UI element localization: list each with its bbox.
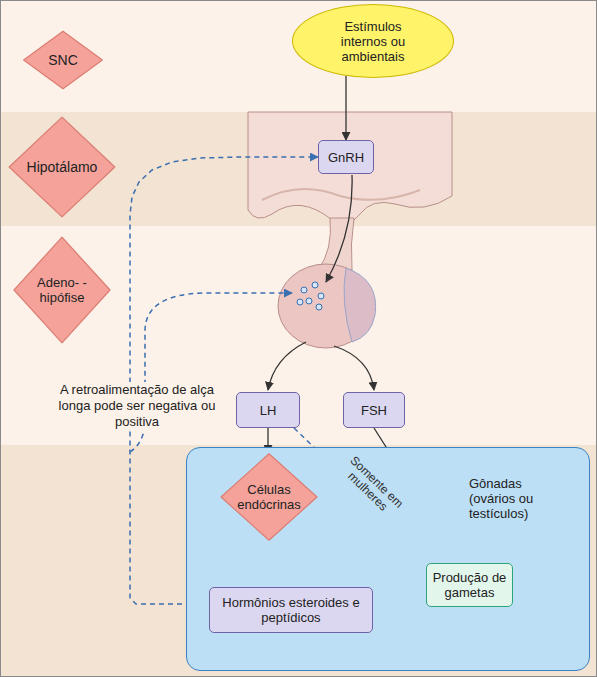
- node-text: SNC: [33, 53, 93, 68]
- node-text: Estímulos internos ou ambientais: [328, 19, 418, 64]
- hormone-dots: [297, 282, 324, 310]
- node-text: Hormônios esteroides e peptídicos: [216, 595, 366, 625]
- band: [0, 112, 597, 226]
- hormone-box: Hormônios esteroides e peptídicos: [209, 587, 373, 633]
- category-diamond: Células endócrinas: [219, 452, 319, 542]
- node-text: LH: [243, 403, 293, 418]
- band: [0, 445, 597, 677]
- gnrh-arrow: [326, 175, 352, 282]
- hormone-box: FSH: [343, 392, 405, 428]
- node-text: Hipotálamo: [17, 160, 107, 175]
- category-diamond: Hipotálamo: [7, 115, 117, 219]
- hormone-box: GnRH: [318, 140, 374, 174]
- note-label: A retroalimentação de alça longa pode se…: [48, 382, 226, 430]
- node-text: GnRH: [321, 150, 371, 165]
- category-diamond: SNC: [22, 30, 104, 90]
- posterior-lobe: [344, 268, 376, 342]
- pituitary-arrow: [268, 342, 306, 390]
- node-text: Adeno- -hipófise: [32, 275, 92, 305]
- node-text: Produção de gametas: [430, 570, 510, 600]
- pituitary-arrow: [334, 346, 374, 390]
- stimulus-ellipse: Estímulos internos ou ambientais: [292, 4, 454, 78]
- region-title: Gônadas (ovários ou testículos): [469, 476, 559, 521]
- band: [0, 226, 597, 445]
- band: [0, 0, 597, 112]
- category-diamond: Adeno- -hipófise: [12, 235, 112, 345]
- node-text: FSH: [349, 403, 399, 418]
- arrow-connector: [345, 76, 346, 140]
- tissue-line: [262, 189, 420, 200]
- gamete-box: Produção de gametas: [426, 563, 513, 607]
- hormone-box: LH: [236, 392, 300, 428]
- gonad-region: Gônadas (ovários ou testículos) Células e…: [186, 447, 590, 671]
- node-text: Células endócrinas: [233, 482, 305, 512]
